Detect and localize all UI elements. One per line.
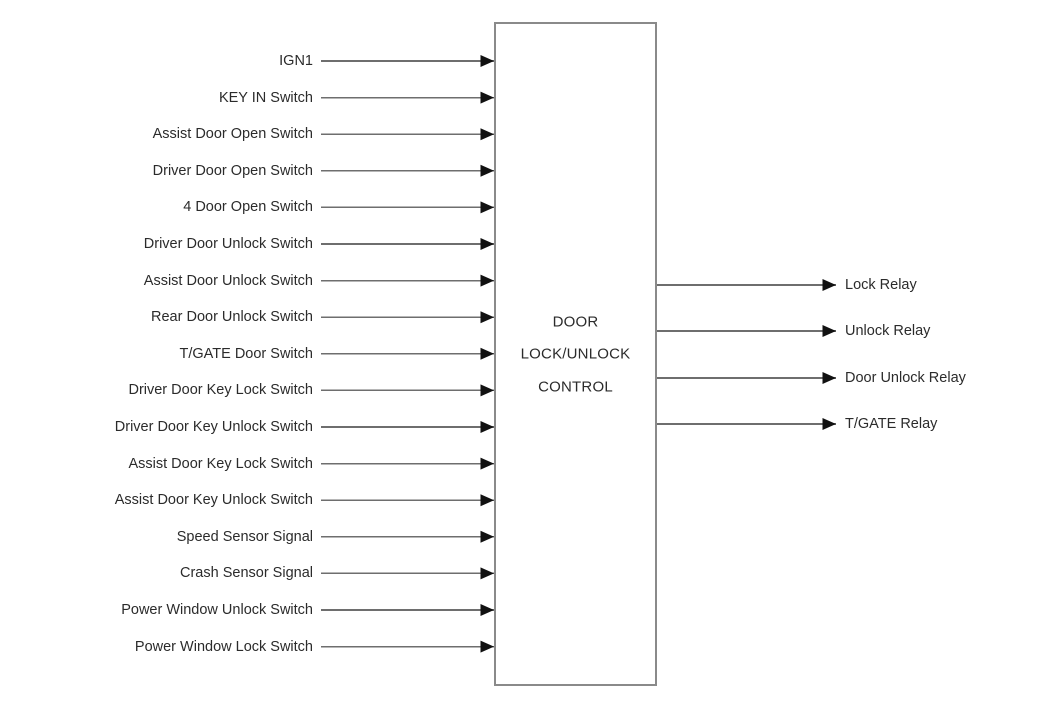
input-arrow-15 (480, 604, 494, 616)
input-label-7: Rear Door Unlock Switch (151, 308, 313, 325)
input-arrow-12 (480, 494, 494, 507)
input-arrow-14 (480, 567, 494, 580)
output-arrow-3 (822, 418, 836, 430)
control-block-line-1: DOOR (552, 313, 599, 331)
control-block-line-2: LOCK/UNLOCK (520, 345, 631, 363)
input-arrow-1 (480, 91, 494, 104)
input-arrow-4 (480, 201, 494, 214)
output-label-0: Lock Relay (845, 276, 917, 293)
input-label-12: Assist Door Key Unlock Switch (114, 491, 313, 508)
input-arrow-10 (480, 421, 494, 433)
input-label-16: Power Window Lock Switch (134, 638, 313, 655)
input-label-14: Crash Sensor Signal (180, 565, 313, 582)
input-arrow-11 (480, 457, 494, 470)
output-arrow-2 (822, 372, 836, 384)
input-label-15: Power Window Unlock Switch (121, 601, 313, 618)
input-label-5: Driver Door Unlock Switch (143, 235, 313, 252)
output-label-3: T/GATE Relay (845, 415, 938, 432)
input-label-0: IGN1 (279, 52, 313, 69)
input-arrow-6 (480, 274, 494, 287)
input-arrow-7 (480, 311, 494, 324)
input-arrow-8 (480, 347, 494, 360)
output-label-1: Unlock Relay (845, 322, 931, 339)
output-arrow-1 (822, 325, 836, 337)
control-block-box (494, 22, 657, 686)
input-label-8: T/GATE Door Switch (179, 345, 313, 362)
control-block-line-3: CONTROL (538, 378, 613, 396)
output-wires-group (657, 279, 836, 430)
output-arrow-0 (822, 279, 836, 291)
input-label-3: Driver Door Open Switch (152, 162, 313, 179)
input-arrow-5 (480, 238, 494, 250)
input-label-13: Speed Sensor Signal (176, 528, 313, 545)
input-arrow-13 (480, 530, 494, 543)
input-label-6: Assist Door Unlock Switch (143, 272, 313, 289)
input-arrow-9 (480, 384, 494, 397)
input-label-9: Driver Door Key Lock Switch (128, 382, 313, 399)
input-wires-group (321, 55, 494, 653)
input-label-4: 4 Door Open Switch (183, 199, 313, 216)
input-arrow-2 (480, 128, 494, 141)
input-arrow-0 (480, 55, 494, 67)
input-label-1: KEY IN Switch (218, 89, 313, 106)
input-label-2: Assist Door Open Switch (152, 125, 313, 142)
output-label-2: Door Unlock Relay (845, 369, 966, 386)
input-label-10: Driver Door Key Unlock Switch (114, 418, 313, 435)
input-arrow-3 (480, 164, 494, 177)
input-arrow-16 (480, 640, 494, 653)
input-label-11: Assist Door Key Lock Switch (128, 455, 313, 472)
